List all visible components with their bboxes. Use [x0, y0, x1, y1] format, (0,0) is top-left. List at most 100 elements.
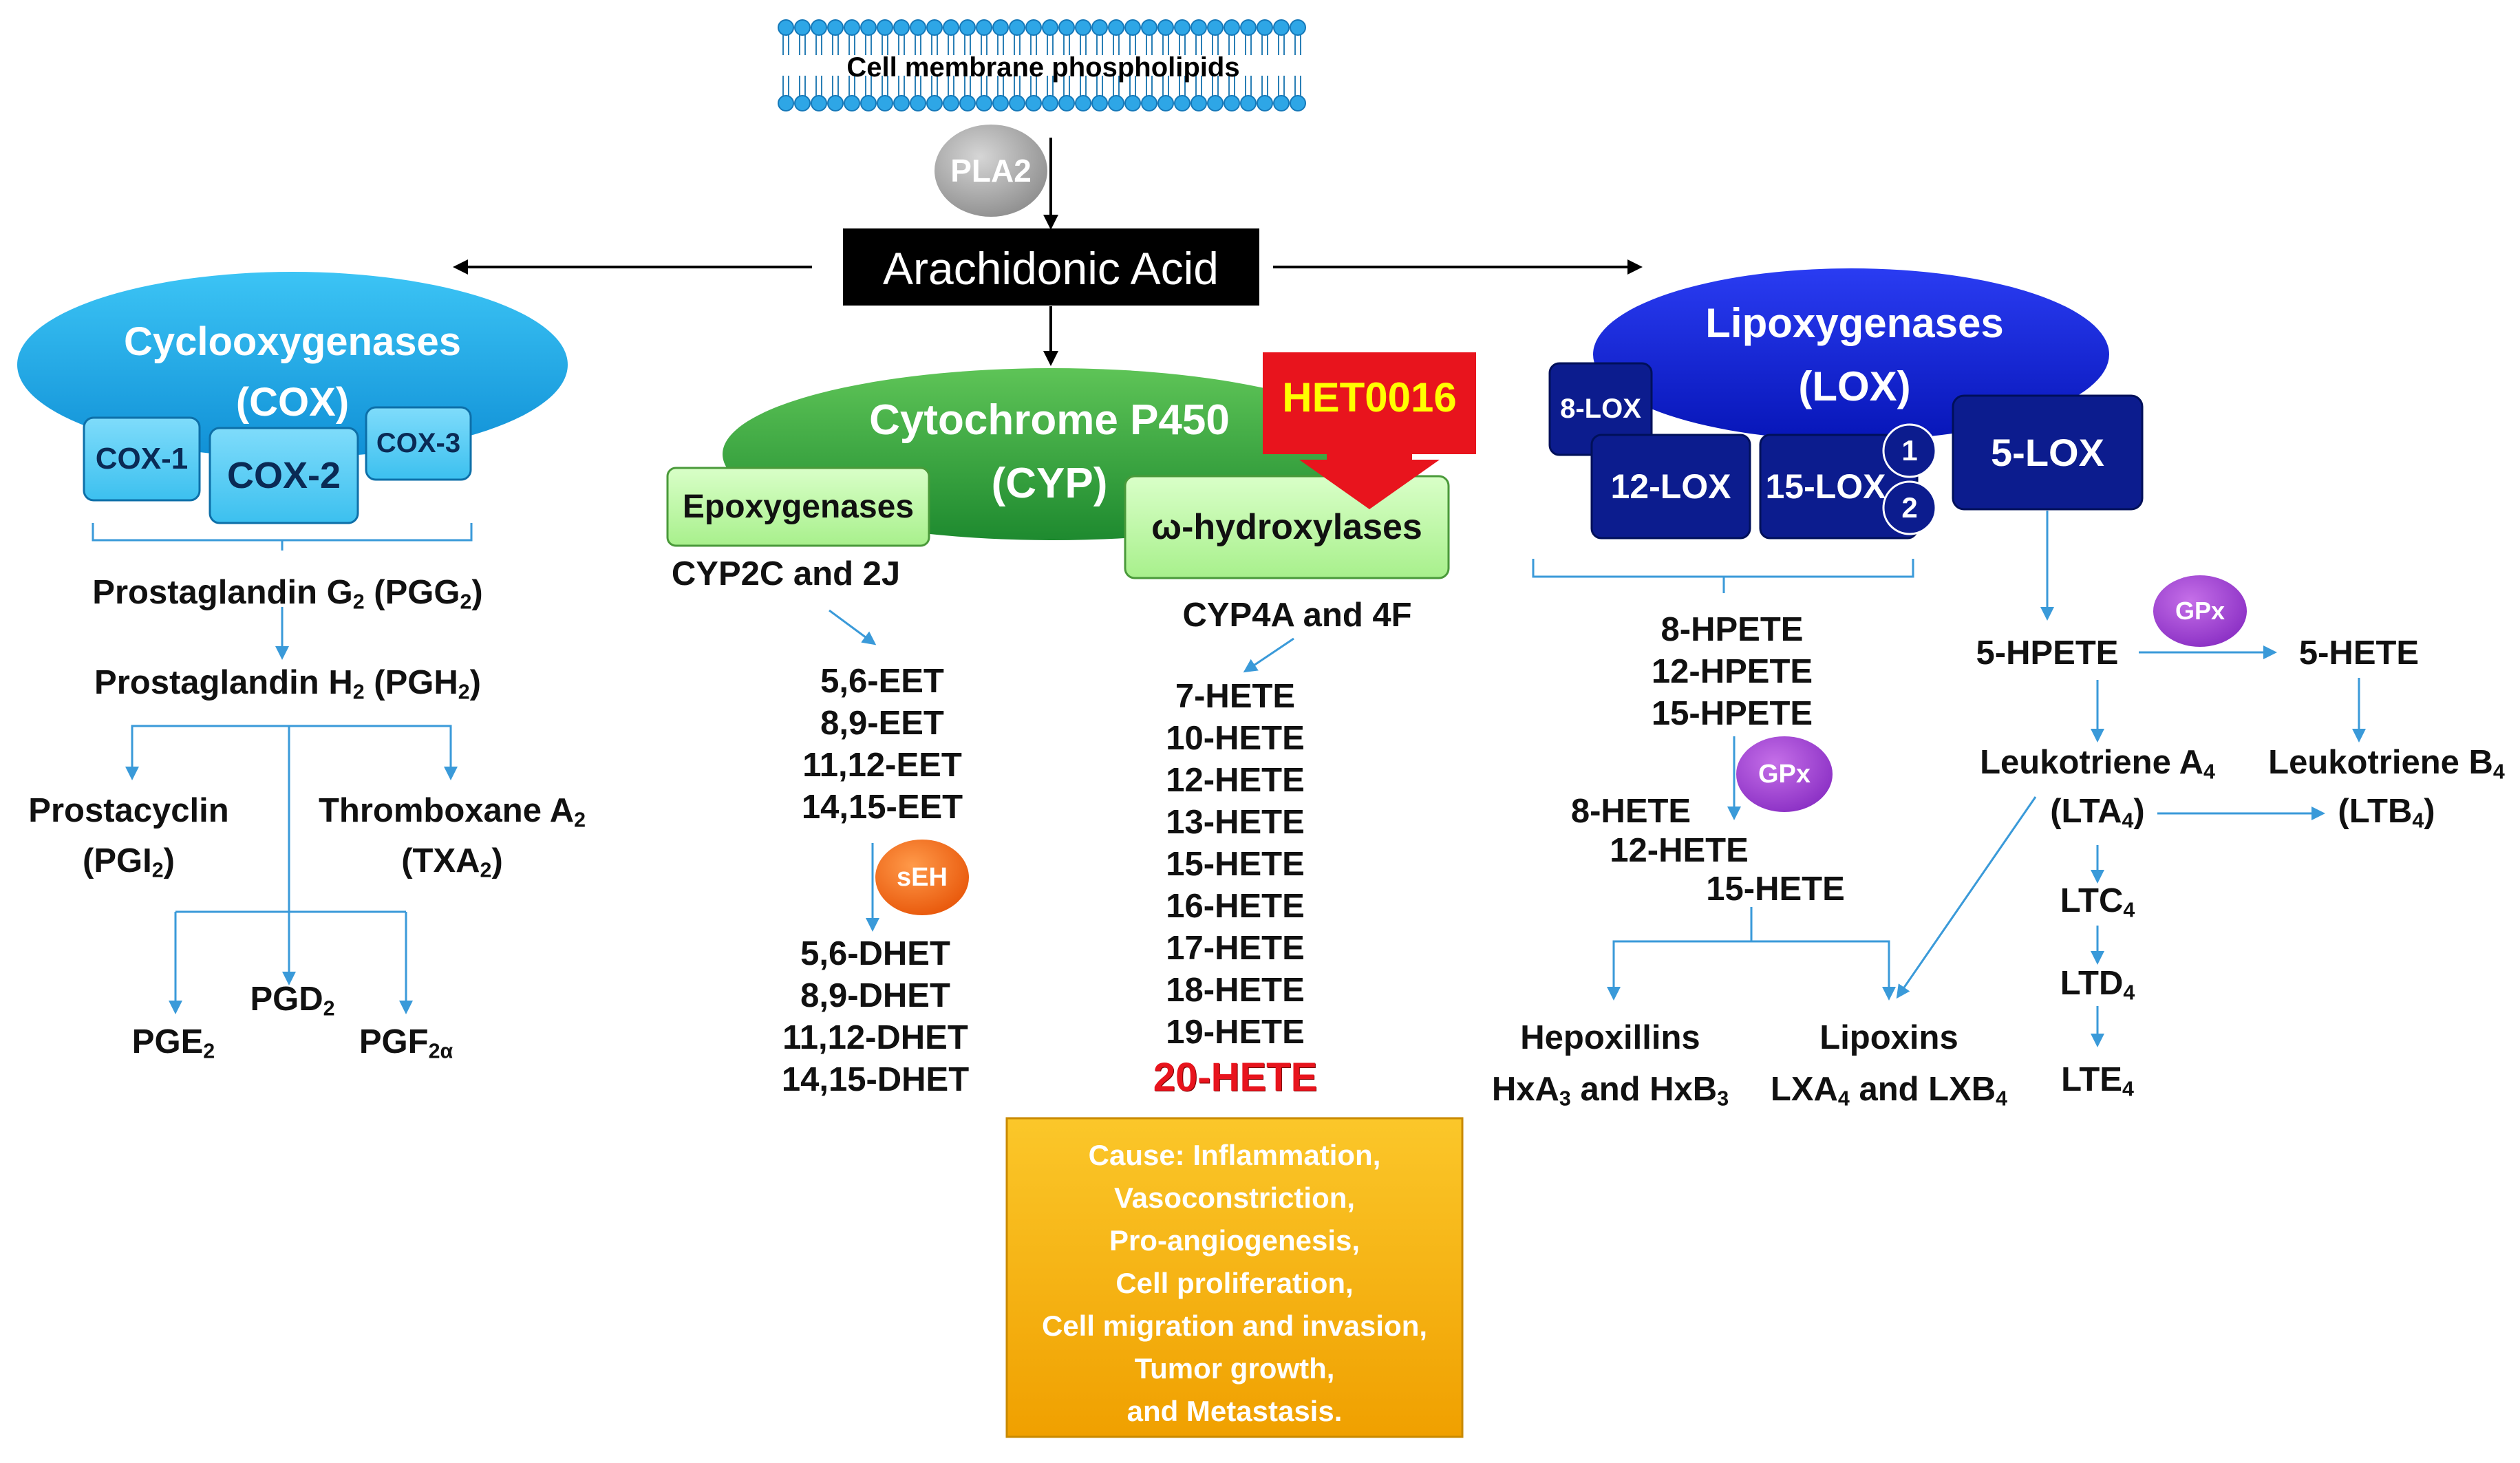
- membrane-label: Cell membrane phospholipids: [846, 52, 1240, 83]
- lipid-tail: [1195, 76, 1202, 96]
- lipid-head: [844, 19, 860, 36]
- lipid-head: [976, 19, 992, 36]
- cox-bracket: [92, 523, 473, 551]
- lipid-tail: [1096, 76, 1103, 96]
- lox5-label: 5-LOX: [1991, 431, 2104, 474]
- lipid-tail: [1014, 34, 1021, 55]
- lox15-1-circle: [1882, 423, 1937, 478]
- lipid-head: [1290, 19, 1306, 36]
- lox12-box: [1590, 434, 1751, 540]
- lipid-head: [844, 95, 860, 111]
- lipid-head: [992, 95, 1009, 111]
- txa2-label: Thromboxane A2 (TXA2): [318, 792, 586, 882]
- lipid-head: [1124, 95, 1141, 111]
- lipid-head: [926, 19, 943, 36]
- arachidonic-acid-label: Arachidonic Acid: [883, 243, 1219, 294]
- lipid-head: [1141, 19, 1157, 36]
- lipid-tail: [799, 34, 806, 55]
- lox15-iso-1: 1: [1901, 434, 1918, 467]
- het0016-label: HET0016: [1282, 374, 1457, 420]
- lipid-tail: [997, 34, 1004, 55]
- lipid-head: [893, 19, 910, 36]
- lipid-head: [1207, 19, 1224, 36]
- lox12-label: 12-LOX: [1610, 467, 1731, 506]
- arachidonic-acid-box: [843, 228, 1259, 306]
- hete-item: 17-HETE: [1166, 930, 1305, 967]
- lipid-head: [893, 95, 910, 111]
- hete-item: 16-HETE: [1166, 888, 1305, 925]
- hpete-list: 8-HPETE 12-HPETE 15-HPETE: [1652, 609, 1813, 735]
- epoxygenases-box: [666, 467, 930, 547]
- lipid-tail: [1063, 76, 1070, 96]
- pgh2-label: Prostaglandin H2 (PGH2): [94, 664, 481, 704]
- ltd4-label: LTD4: [2060, 965, 2135, 1005]
- lipid-head: [811, 95, 827, 111]
- lipid-tail: [848, 76, 855, 96]
- lipid-tail: [964, 76, 971, 96]
- lipid-tail: [1080, 34, 1087, 55]
- lipid-tail: [1113, 76, 1120, 96]
- effects-box: [1005, 1117, 1464, 1438]
- lipid-head: [910, 95, 926, 111]
- lipid-tail: [915, 34, 921, 55]
- lipid-tail: [981, 34, 987, 55]
- dhet-item: 8,9-DHET: [800, 977, 950, 1014]
- seh-label: sEH: [897, 863, 948, 892]
- lipid-tail: [981, 76, 987, 96]
- gpx-circle-right: [2153, 575, 2247, 647]
- lipid-head: [794, 95, 811, 111]
- lipid-tail: [1162, 34, 1169, 55]
- lipid-head: [877, 19, 893, 36]
- dhet-list: 5,6-DHET 8,9-DHET 11,12-DHET 14,15-DHET: [782, 933, 969, 1101]
- lipid-head: [1240, 95, 1257, 111]
- lipid-tail: [865, 76, 872, 96]
- lipid-head: [1042, 95, 1058, 111]
- lipid-tail: [997, 76, 1004, 96]
- lipid-tail: [1162, 76, 1169, 96]
- lipid-tail: [1294, 34, 1301, 55]
- membrane-bilayer: [778, 19, 1306, 111]
- lipid-head: [1224, 95, 1240, 111]
- lipid-head: [943, 95, 959, 111]
- lte4-label: LTE4: [2061, 1061, 2134, 1101]
- lipid-tail: [1245, 34, 1252, 55]
- lipid-tail: [1179, 76, 1186, 96]
- lipid-tail: [948, 34, 954, 55]
- lipid-tail: [1261, 34, 1268, 55]
- lipid-head: [926, 95, 943, 111]
- lipid-head: [1009, 19, 1025, 36]
- lipid-head: [1174, 19, 1190, 36]
- lipid-tail: [1228, 34, 1235, 55]
- lipid-head: [1273, 95, 1290, 111]
- lox-hete-12: 12-HETE: [1610, 832, 1749, 869]
- cox2-label: COX-2: [226, 455, 341, 496]
- lipid-head: [1157, 19, 1174, 36]
- pgg2-label: Prostaglandin G2 (PGG2): [92, 574, 483, 614]
- seh-circle: [875, 840, 969, 915]
- lipid-tail: [848, 34, 855, 55]
- lipid-tail: [1212, 76, 1219, 96]
- lipid-tail: [799, 76, 806, 96]
- lta4-label: Leukotriene A4 (LTA4): [1980, 744, 2215, 833]
- eet-item: 14,15-EET: [801, 789, 963, 826]
- cyp-title-line1: Cytochrome P450: [869, 396, 1230, 444]
- lox15-iso-2: 2: [1901, 491, 1918, 524]
- lipid-tail: [931, 34, 938, 55]
- gpx-label-right: GPx: [2175, 597, 2225, 625]
- lox-hete-15: 15-HETE: [1706, 871, 1845, 908]
- lipid-tail: [898, 76, 905, 96]
- cox1-label: COX-1: [95, 442, 189, 476]
- hpete-item: 15-HPETE: [1651, 695, 1813, 732]
- lipid-head: [827, 19, 844, 36]
- lipid-tail: [898, 34, 905, 55]
- lipid-head: [943, 19, 959, 36]
- lipid-head: [1174, 95, 1190, 111]
- lipid-tail: [1195, 34, 1202, 55]
- lipid-tail: [1030, 76, 1037, 96]
- lipid-head: [794, 19, 811, 36]
- hete-item: 13-HETE: [1166, 804, 1305, 841]
- omega-isoforms: CYP4A and 4F: [1182, 597, 1412, 634]
- hete-item: 18-HETE: [1166, 972, 1305, 1009]
- epoxygenases-label: Epoxygenases: [682, 489, 915, 525]
- lox-title-line1: Lipoxygenases: [1705, 300, 2004, 346]
